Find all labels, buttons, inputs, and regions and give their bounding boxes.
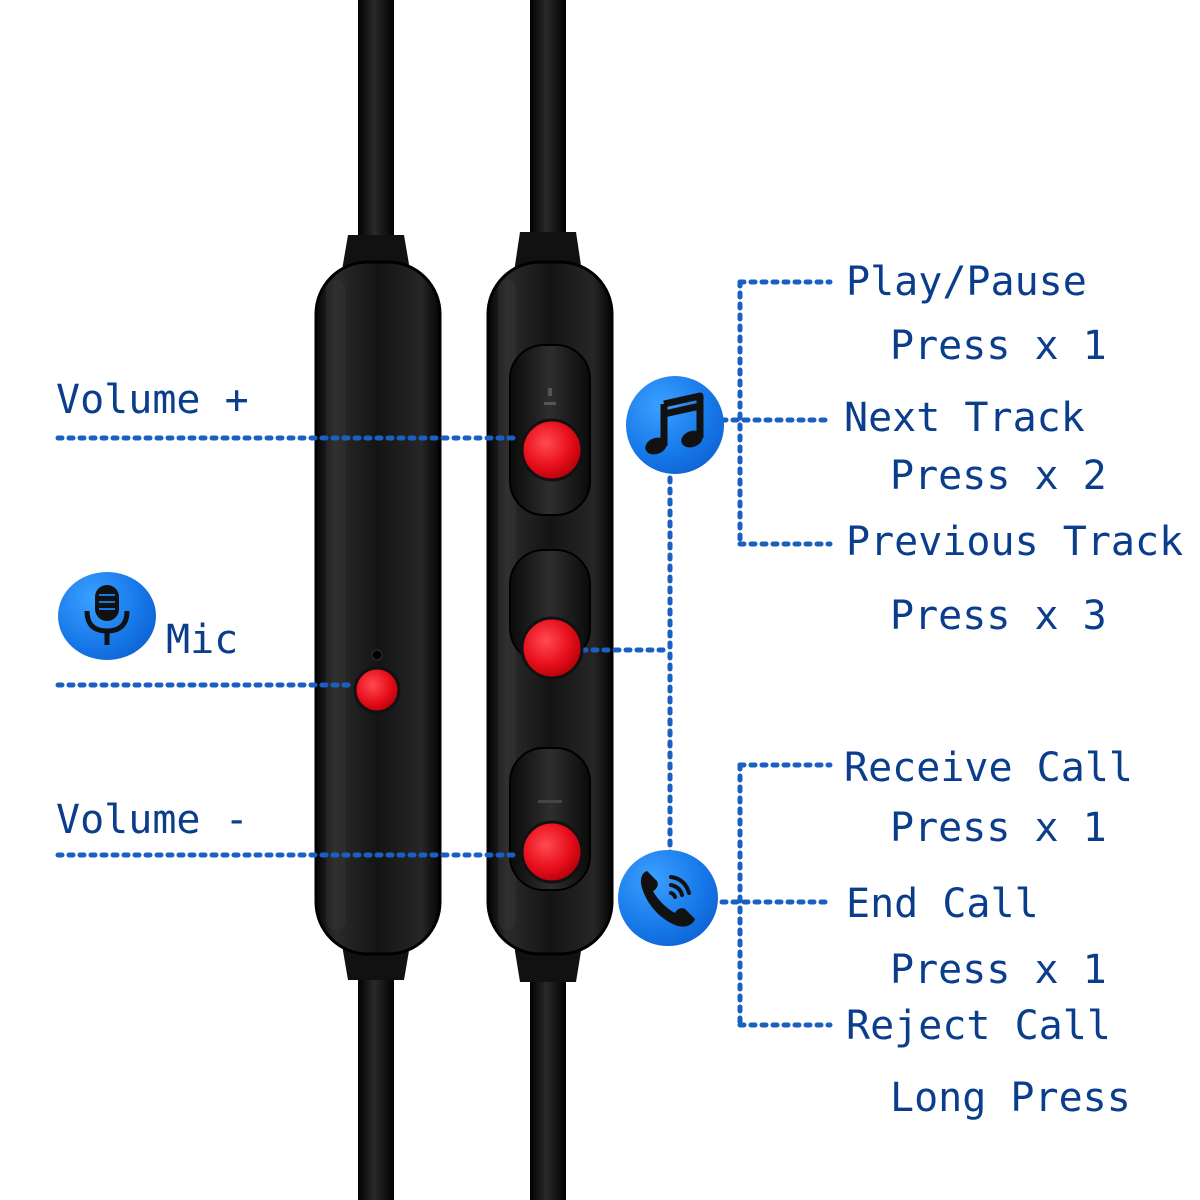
- volume-down-marker: [520, 820, 584, 884]
- leader-lines: [55, 279, 833, 1028]
- volume-up-marker: [520, 418, 584, 482]
- end-call-action: Press x 1: [890, 947, 1107, 993]
- reject-call-action: Long Press: [890, 1075, 1131, 1121]
- left-cable: [342, 0, 410, 1200]
- play-pause-action: Press x 1: [890, 323, 1107, 369]
- mic-marker: [353, 666, 401, 714]
- receive-call-action: Press x 1: [890, 805, 1107, 851]
- reject-call-label: Reject Call: [846, 1003, 1111, 1049]
- end-call-label: End Call: [846, 881, 1039, 927]
- music-note-icon: [626, 376, 724, 474]
- volume-down-label: Volume -: [56, 797, 249, 843]
- play-pause-label: Play/Pause: [846, 259, 1087, 305]
- previous-track-label: Previous Track: [846, 519, 1184, 565]
- volume-up-label: Volume +: [56, 377, 249, 423]
- phone-call-icon: [618, 850, 718, 946]
- receive-call-label: Receive Call: [844, 745, 1133, 791]
- mic-housing: [314, 260, 442, 956]
- multifunction-marker: [520, 616, 584, 680]
- mic-label: Mic: [166, 617, 239, 663]
- microphone-icon: [58, 572, 156, 660]
- next-track-action: Press x 2: [890, 453, 1107, 499]
- previous-track-action: Press x 3: [890, 593, 1107, 639]
- next-track-label: Next Track: [844, 395, 1085, 441]
